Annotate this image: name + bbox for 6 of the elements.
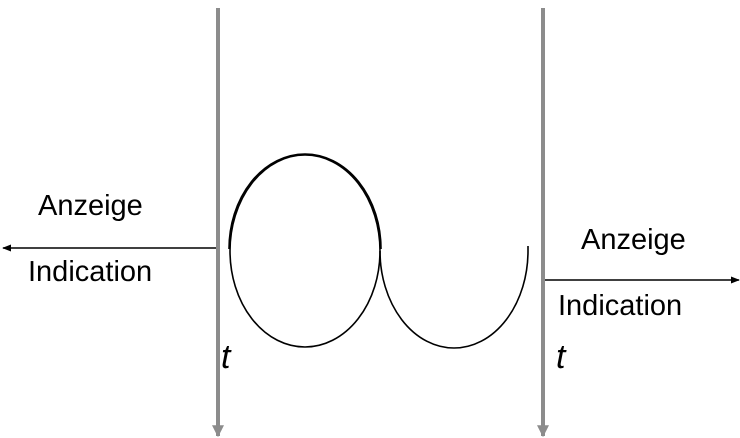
time-axis-label: t — [556, 340, 566, 374]
output-label: Indication — [558, 292, 682, 321]
output-label: Anzeige — [38, 192, 143, 221]
output-label: Indication — [28, 258, 152, 287]
output-label: Anzeige — [581, 226, 686, 255]
time-axis-label: t — [221, 340, 230, 374]
